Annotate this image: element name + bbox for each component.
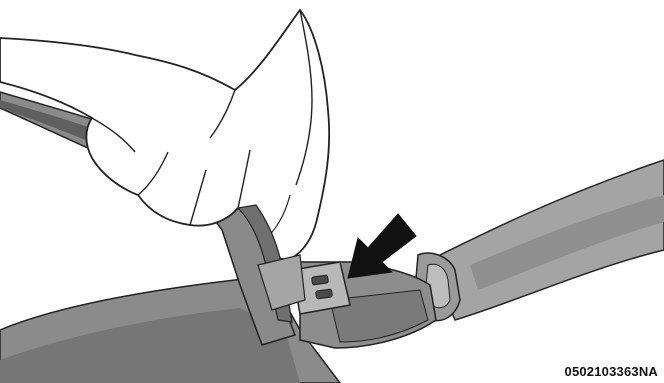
arrow-icon — [348, 214, 416, 278]
hand-icon — [0, 10, 329, 259]
figure-code: 0502103363NA — [565, 364, 658, 379]
seat-belt-strap-right — [430, 160, 664, 320]
